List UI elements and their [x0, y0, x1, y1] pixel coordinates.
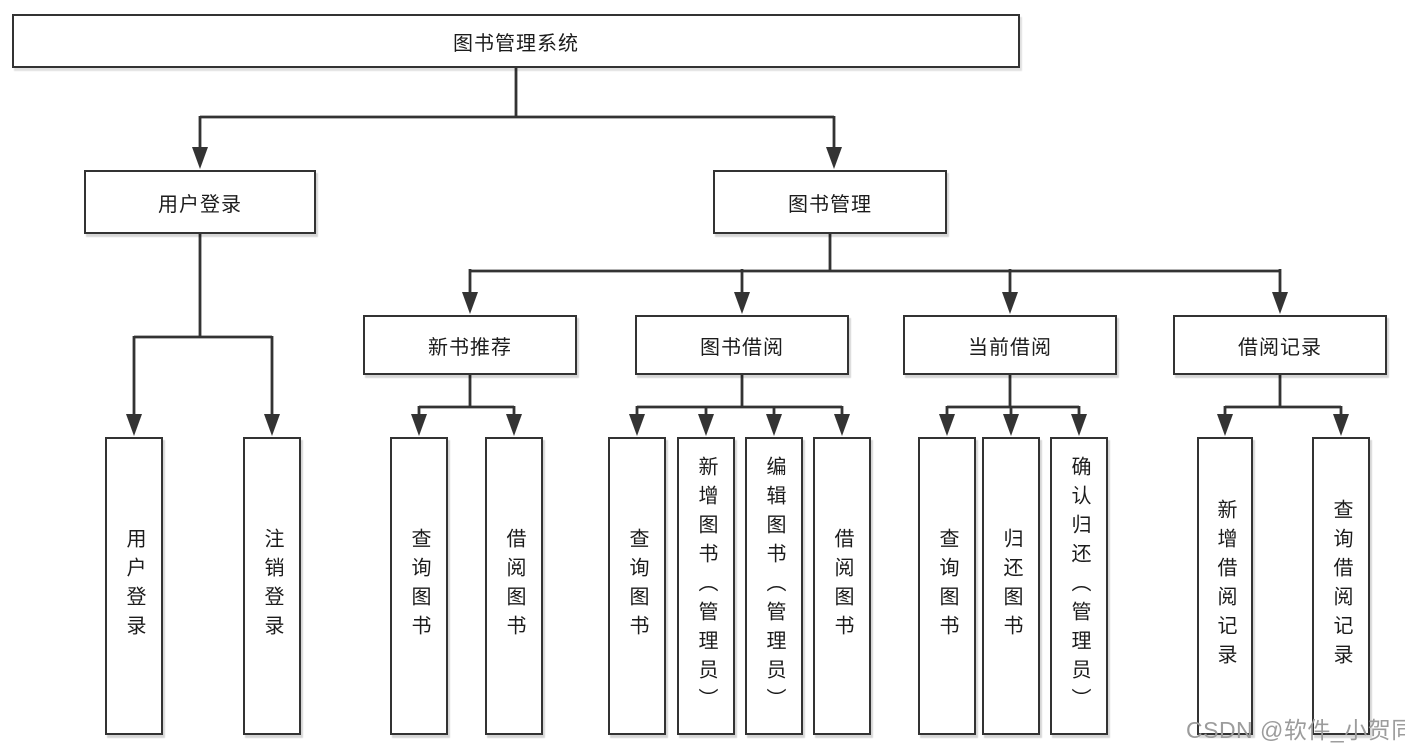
leaf-add-borrow-record: 新增借阅记录: [1197, 437, 1253, 735]
leaf-edit-books-admin: 编辑图书（管理员）: [745, 437, 803, 735]
leaf-borrow-books: 借阅图书: [813, 437, 871, 735]
leaf-query-books-borrow: 查询图书: [608, 437, 666, 735]
arrowhead-icon: [192, 147, 208, 169]
arrowhead-icon: [411, 414, 427, 436]
node-current-borrow: 当前借阅: [903, 315, 1117, 375]
arrowhead-icon: [1003, 414, 1019, 436]
arrowhead-icon: [1272, 292, 1288, 314]
arrowhead-icon: [629, 414, 645, 436]
leaf-query-borrow-record: 查询借阅记录: [1312, 437, 1370, 735]
leaf-return-books: 归还图书: [982, 437, 1040, 735]
arrowhead-icon: [462, 292, 478, 314]
leaf-confirm-return-admin: 确认归还（管理员）: [1050, 437, 1108, 735]
arrowhead-icon: [698, 414, 714, 436]
leaf-logout: 注销登录: [243, 437, 301, 735]
node-user-login: 用户登录: [84, 170, 316, 234]
watermark: CSDN @软件_小贺同学: [1186, 717, 1405, 743]
arrowhead-icon: [1071, 414, 1087, 436]
node-new-book-recommend: 新书推荐: [363, 315, 577, 375]
node-borrow-records: 借阅记录: [1173, 315, 1387, 375]
leaf-user-login: 用户登录: [105, 437, 163, 735]
arrowhead-icon: [766, 414, 782, 436]
arrowhead-icon: [826, 147, 842, 169]
arrowhead-icon: [126, 414, 142, 436]
leaf-query-books-current: 查询图书: [918, 437, 976, 735]
arrowhead-icon: [506, 414, 522, 436]
leaf-query-books-recommend: 查询图书: [390, 437, 448, 735]
arrowhead-icon: [264, 414, 280, 436]
arrowhead-icon: [1002, 292, 1018, 314]
leaf-borrow-books-recommend: 借阅图书: [485, 437, 543, 735]
arrowhead-icon: [939, 414, 955, 436]
node-library-system: 图书管理系统: [12, 14, 1020, 68]
arrowhead-icon: [734, 292, 750, 314]
arrowhead-group: [126, 147, 1349, 436]
node-book-borrow: 图书借阅: [635, 315, 849, 375]
leaf-add-books-admin: 新增图书（管理员）: [677, 437, 735, 735]
arrowhead-icon: [834, 414, 850, 436]
arrowhead-icon: [1217, 414, 1233, 436]
connector-path: [132, 68, 1343, 418]
arrowhead-icon: [1333, 414, 1349, 436]
node-book-management: 图书管理: [713, 170, 947, 234]
